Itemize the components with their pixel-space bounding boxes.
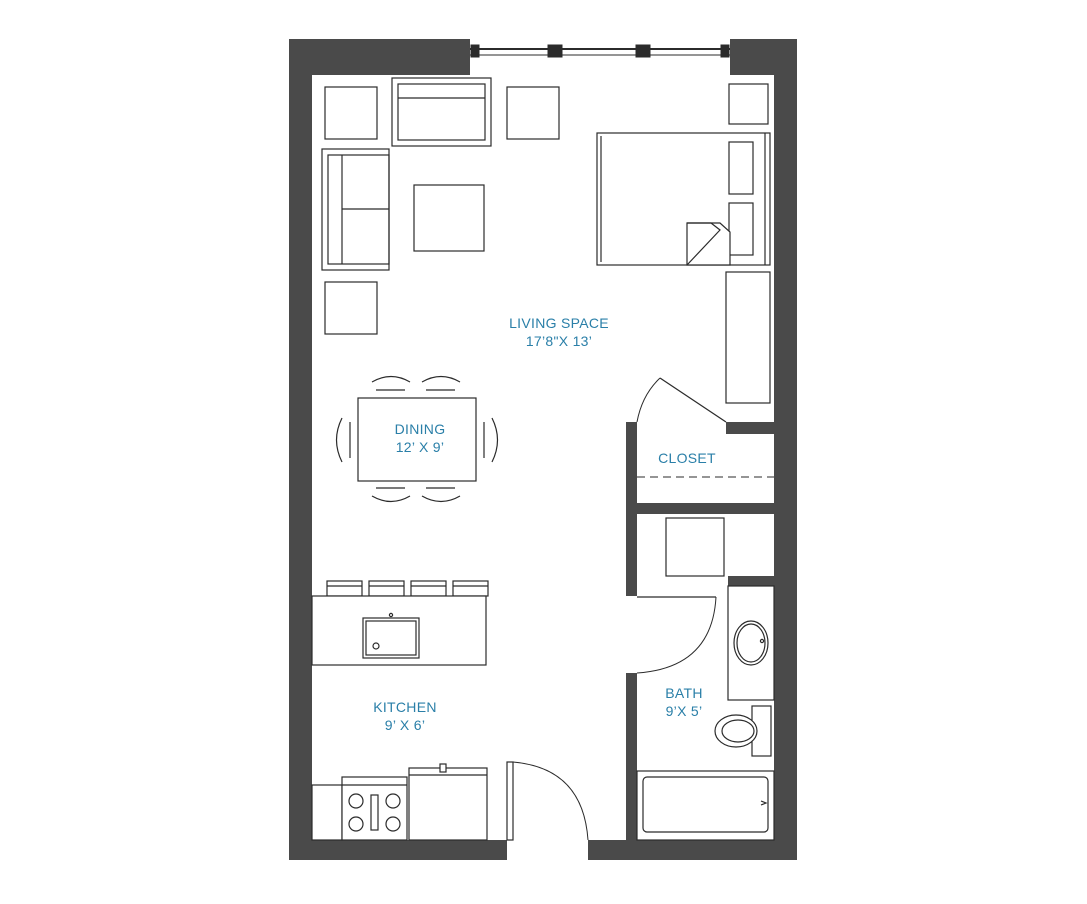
dining-table	[357, 397, 477, 482]
washer-dryer	[665, 517, 725, 577]
toilet	[714, 705, 772, 757]
dining-label: DINING 12’ X 9’	[395, 420, 446, 456]
vanity	[727, 585, 775, 701]
bed	[596, 132, 771, 266]
wall-top-left	[289, 39, 470, 75]
bathtub	[636, 770, 775, 841]
wall-laundry-left	[626, 514, 637, 596]
wall-bottom-right	[588, 840, 797, 860]
wall-bath-left	[626, 673, 637, 840]
kitchen-name: KITCHEN	[373, 699, 437, 715]
counter	[311, 784, 343, 841]
living-space-size: 17’8"X 13’	[525, 333, 593, 349]
laundry	[665, 517, 725, 577]
dining-chairs	[335, 375, 499, 503]
wall-closet-top	[726, 422, 774, 434]
wall-closet-bottom	[626, 503, 774, 514]
dresser	[725, 271, 771, 404]
bar-stools	[326, 580, 489, 597]
bath-label: BATH 9’X 5’	[665, 684, 703, 720]
ottoman	[413, 184, 485, 252]
kitchen-island	[311, 595, 487, 666]
living-furniture	[321, 77, 771, 404]
refrigerator	[408, 763, 488, 841]
side-table-1	[324, 86, 378, 140]
bath-fixtures	[636, 585, 775, 841]
dining-size: 12’ X 9’	[395, 439, 445, 455]
wall-closet-left	[626, 422, 637, 504]
dining-set	[335, 375, 499, 503]
wall-left	[289, 39, 312, 860]
closet-name: CLOSET	[658, 450, 716, 466]
window	[470, 44, 730, 58]
sofa	[321, 148, 390, 271]
wall-laundry-bottom	[728, 576, 774, 586]
side-table-2	[506, 86, 560, 140]
wall-bottom-left	[289, 840, 507, 860]
living-space-label: LIVING SPACE 17’8"X 13’	[509, 314, 609, 350]
closet-label: CLOSET	[658, 449, 716, 467]
kitchen-fixtures	[311, 580, 489, 841]
exterior-walls	[289, 39, 797, 860]
loveseat	[391, 77, 492, 147]
side-table-3	[324, 281, 378, 335]
kitchen-label: KITCHEN 9’ X 6’	[373, 698, 437, 734]
closet-door	[636, 377, 727, 423]
bath-name: BATH	[665, 685, 703, 701]
dining-name: DINING	[394, 421, 446, 437]
kitchen-size: 9’ X 6’	[384, 717, 426, 733]
range	[341, 776, 408, 841]
bath-size: 9’X 5’	[665, 703, 703, 719]
living-space-name: LIVING SPACE	[509, 315, 609, 331]
entry-door	[506, 761, 589, 841]
wall-right	[774, 39, 797, 860]
bath-door	[636, 596, 717, 674]
nightstand	[728, 83, 769, 125]
